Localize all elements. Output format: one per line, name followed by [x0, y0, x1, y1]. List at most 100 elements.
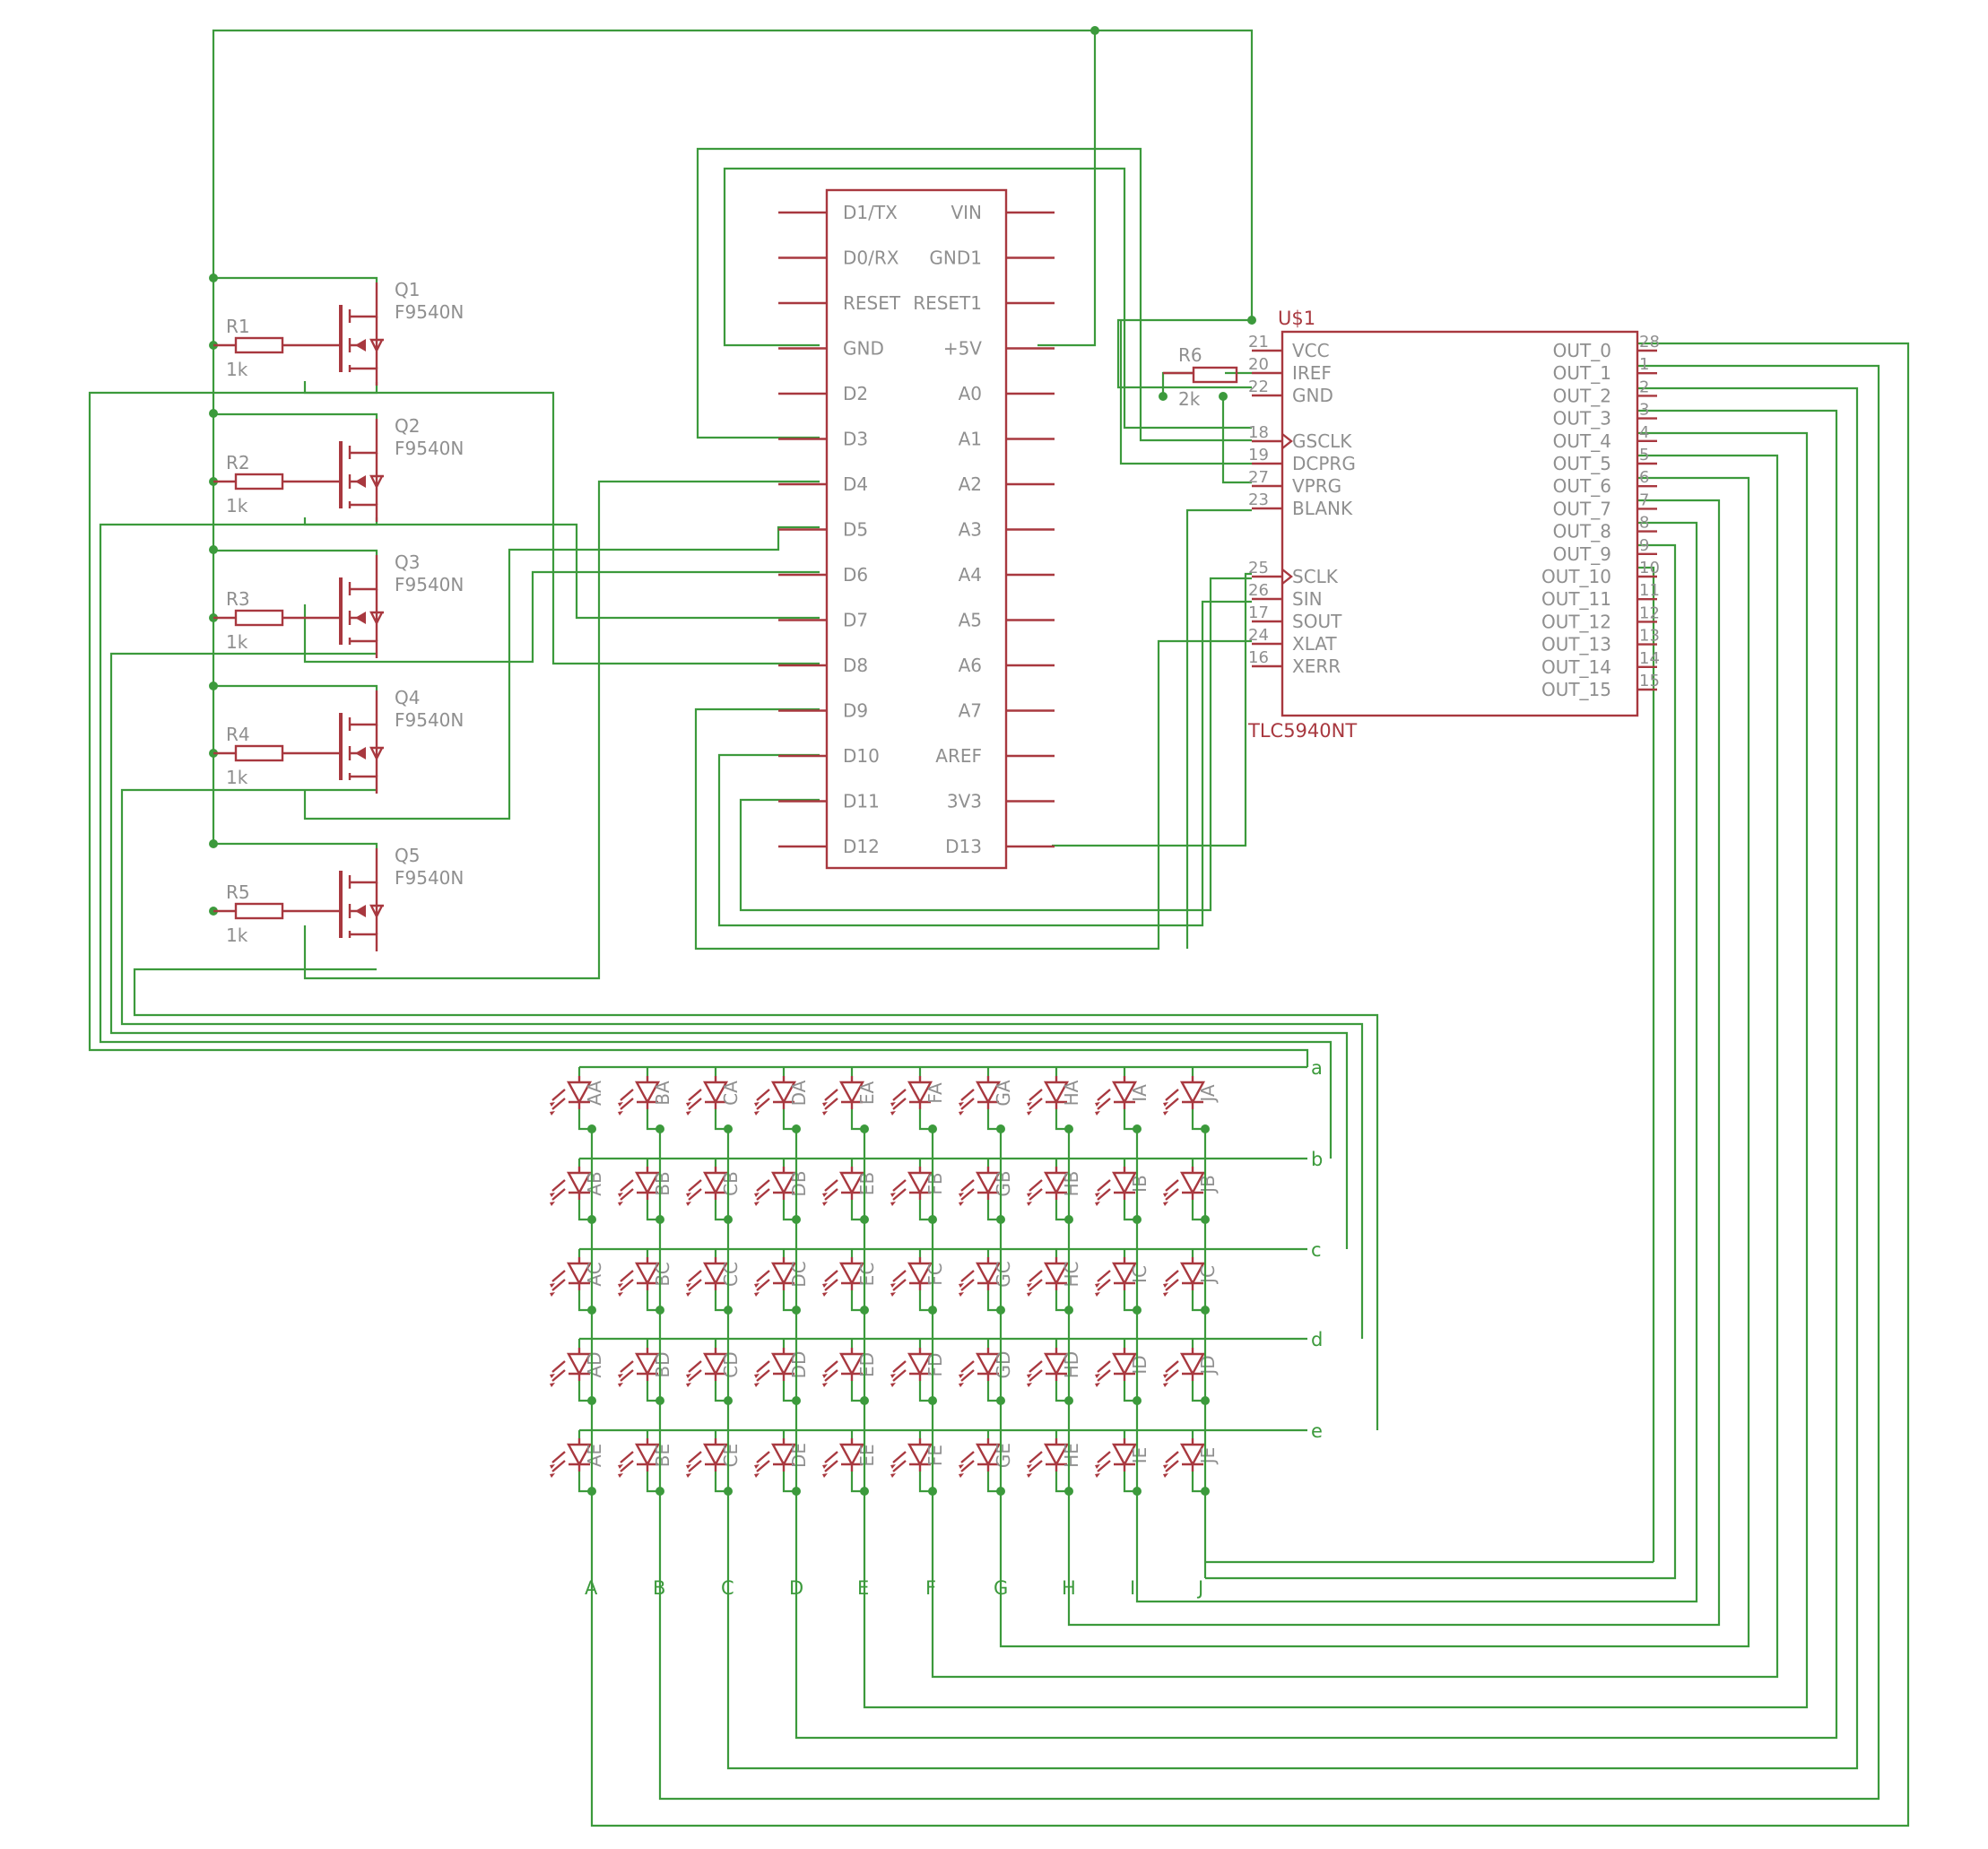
led-ia: IA [1095, 1067, 1150, 1133]
led-ae: AE [550, 1430, 605, 1496]
led-fa: FA [890, 1067, 946, 1133]
tlc-pin-label: DCPRG [1292, 453, 1356, 474]
led-id: ID [1095, 1339, 1150, 1405]
led-label: JD [1197, 1355, 1219, 1376]
resistor-name: R5 [226, 881, 250, 903]
tlc-pin-label: OUT_9 [1553, 543, 1611, 565]
arduino-pin-label: D1/TX [843, 202, 898, 223]
arduino-pin-label: A3 [959, 519, 982, 541]
led-label: EC [856, 1263, 878, 1287]
led-ja: JA [1163, 1067, 1219, 1133]
mosfet-name: Q1 [395, 279, 420, 300]
arduino-pin-label: D9 [843, 700, 868, 722]
tlc-pin-label: VPRG [1292, 475, 1341, 497]
led-label: GB [993, 1170, 1014, 1196]
arduino-pin-label: D6 [843, 564, 868, 586]
driver-stages: Q1F9540NR11kQ2F9540NR21kQ3F9540NR31kQ4F9… [213, 276, 464, 951]
arduino-pin-label: D10 [843, 745, 880, 767]
arduino-pin-label: D5 [843, 519, 868, 541]
led-label: CA [720, 1081, 742, 1106]
led-label: JB [1197, 1175, 1219, 1194]
column-net-label: H [1062, 1577, 1076, 1599]
led-label: AE [584, 1444, 605, 1467]
led-dd: DD [754, 1339, 810, 1405]
tlc-pin-label: XERR [1292, 655, 1341, 677]
led-bb: BB [618, 1159, 673, 1224]
tlc-pin-label: OUT_2 [1553, 385, 1611, 406]
led-label: BC [652, 1262, 673, 1286]
tlc-pin-number: 26 [1248, 581, 1269, 600]
led-label: HB [1061, 1171, 1082, 1197]
tlc-pin-label: OUT_14 [1541, 656, 1611, 678]
resistor-value: 1k [226, 359, 248, 380]
tlc-pin-number: 10 [1639, 559, 1660, 577]
led-label: JA [1197, 1084, 1219, 1104]
column-net-label: J [1196, 1577, 1203, 1599]
clock-marker [1281, 433, 1293, 449]
led-ec: EC [822, 1249, 878, 1315]
tlc-pin-number: 2 [1639, 378, 1649, 396]
arduino-pin-label: GND [843, 338, 884, 360]
resistor-value: 1k [226, 631, 248, 653]
tlc-pin-number: 8 [1639, 514, 1649, 533]
arduino-pin-label: D13 [945, 836, 982, 857]
led-da: DA [754, 1067, 810, 1133]
led-label: EA [856, 1081, 878, 1106]
led-cc: CC [686, 1249, 742, 1315]
row-net-label: e [1311, 1420, 1323, 1442]
mosfet-part: F9540N [395, 574, 464, 595]
led-label: HE [1061, 1443, 1082, 1468]
led-label: GA [993, 1080, 1014, 1106]
resistor-name: R4 [226, 724, 250, 745]
led-label: GC [993, 1261, 1014, 1287]
resistor-r3 [234, 609, 284, 627]
resistor-r2 [234, 473, 284, 490]
tlc-pin-label: OUT_15 [1541, 679, 1611, 700]
tlc-pin-number: 11 [1639, 581, 1660, 600]
arduino-pin-label: A1 [959, 429, 982, 450]
column-net-label: I [1130, 1577, 1135, 1599]
tlc-pin-label: OUT_6 [1553, 475, 1611, 497]
led-label: CD [720, 1351, 742, 1377]
led-label: EE [856, 1444, 878, 1466]
tlc-pin-number: 28 [1639, 333, 1660, 352]
tlc-pin-number: 23 [1248, 490, 1269, 509]
tlc-pin-label: IREF [1292, 362, 1332, 384]
tlc-pin-number: 25 [1248, 559, 1269, 577]
led-jc: JC [1163, 1249, 1219, 1315]
led-label: HA [1061, 1080, 1082, 1106]
led-label: JC [1197, 1265, 1219, 1285]
tlc-pin-number: 17 [1248, 603, 1269, 622]
led-hd: HD [1027, 1339, 1082, 1405]
led-gc: GC [959, 1249, 1014, 1315]
led-label: IE [1129, 1447, 1150, 1464]
resistor-value: 1k [226, 495, 248, 517]
mosfet-name: Q4 [395, 687, 420, 708]
row-net-label: c [1311, 1239, 1322, 1261]
led-jd: JD [1163, 1339, 1219, 1405]
mosfet-part: F9540N [395, 709, 464, 731]
tlc-pin-label: OUT_5 [1553, 453, 1611, 474]
tlc-pin-label: OUT_7 [1553, 498, 1611, 519]
led-label: ID [1129, 1355, 1150, 1374]
led-ie: IE [1095, 1430, 1150, 1496]
led-label: FE [925, 1445, 946, 1466]
arduino-pin-label: A5 [959, 610, 982, 631]
r6-value: 2k [1178, 388, 1201, 410]
led-bd: BD [618, 1339, 673, 1405]
led-label: DE [788, 1443, 810, 1468]
led-cb: CB [686, 1159, 742, 1224]
tlc-pin-label: OUT_8 [1553, 521, 1611, 543]
led-hc: HC [1027, 1249, 1082, 1315]
led-gb: GB [959, 1159, 1014, 1224]
arduino-pin-label: D3 [843, 429, 868, 450]
tlc-pin-number: 24 [1248, 626, 1269, 645]
column-net-label: G [994, 1577, 1008, 1599]
tlc-pin-number: 7 [1639, 490, 1649, 509]
arduino-pin-label: +5V [943, 338, 982, 360]
led-label: DB [788, 1170, 810, 1196]
